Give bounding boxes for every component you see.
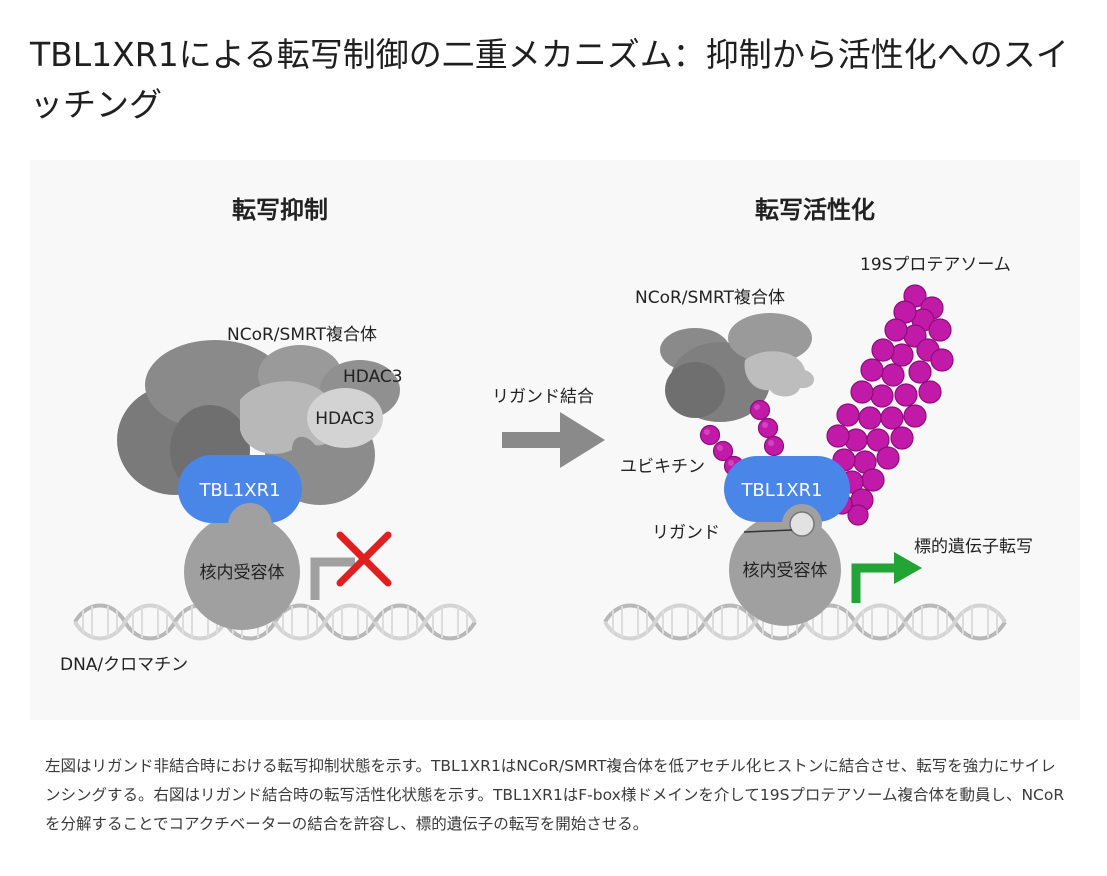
- left-complex-label: NCoR/SMRT複合体: [227, 325, 377, 345]
- left-tbl1xr1-label: TBL1XR1: [198, 480, 280, 501]
- ligand-icon: [789, 511, 815, 537]
- right-complex-label: NCoR/SMRT複合体: [635, 288, 785, 308]
- diagram-svg: 転写抑制 DNA/クロマチン NCoR/SMRT複合体 HDAC3 HDAC3 …: [60, 196, 1033, 675]
- ligand-label: リガンド: [652, 523, 720, 543]
- right-nuclear-receptor: [729, 514, 841, 626]
- transition-label: リガンド結合: [492, 387, 594, 407]
- proteasome-label: 19Sプロテアソーム: [860, 255, 1011, 275]
- ubiquitin-label: ユビキチン: [620, 457, 705, 477]
- left-ncor-smrt-complex: NCoR/SMRT複合体 HDAC3 HDAC3: [117, 325, 403, 505]
- left-panel-repression: 転写抑制 DNA/クロマチン NCoR/SMRT複合体 HDAC3 HDAC3 …: [60, 196, 477, 675]
- left-receptor-label: 核内受容体: [200, 563, 285, 583]
- target-transcription-label: 標的遺伝子転写: [914, 537, 1033, 557]
- left-blocked-promoter: [310, 531, 392, 600]
- left-hdac3-inner-label: HDAC3: [315, 409, 375, 429]
- right-tbl1xr1-label: TBL1XR1: [740, 480, 822, 501]
- left-hdac3-inner-shape: [307, 388, 383, 448]
- arrow-right-icon: [502, 412, 605, 468]
- mechanism-diagram: 転写抑制 DNA/クロマチン NCoR/SMRT複合体 HDAC3 HDAC3 …: [30, 160, 1080, 720]
- activation-arrow-icon: [851, 552, 922, 603]
- right-receptor-label: 核内受容体: [743, 561, 828, 581]
- figure-caption: 左図はリガンド非結合時における転写抑制状態を示す。TBL1XR1はNCoR/SM…: [45, 757, 1065, 833]
- left-dna-label: DNA/クロマチン: [60, 655, 188, 675]
- right-ncor-smrt-complex: NCoR/SMRT複合体: [635, 288, 815, 422]
- left-heading: 転写抑制: [232, 196, 328, 224]
- left-tbl1xr1: TBL1XR1: [178, 455, 302, 547]
- page-title: TBL1XR1による転写制御の二重メカニズム：抑制から活性化へのスイッチング: [30, 35, 1069, 124]
- left-nuclear-receptor: [184, 514, 300, 630]
- ligand-binding-transition: リガンド結合: [492, 387, 605, 468]
- right-panel-activation: 転写活性化 NCoR/SMRT複合体: [603, 196, 1033, 641]
- right-heading: 転写活性化: [755, 196, 875, 224]
- left-hdac3-outer-label: HDAC3: [343, 367, 403, 387]
